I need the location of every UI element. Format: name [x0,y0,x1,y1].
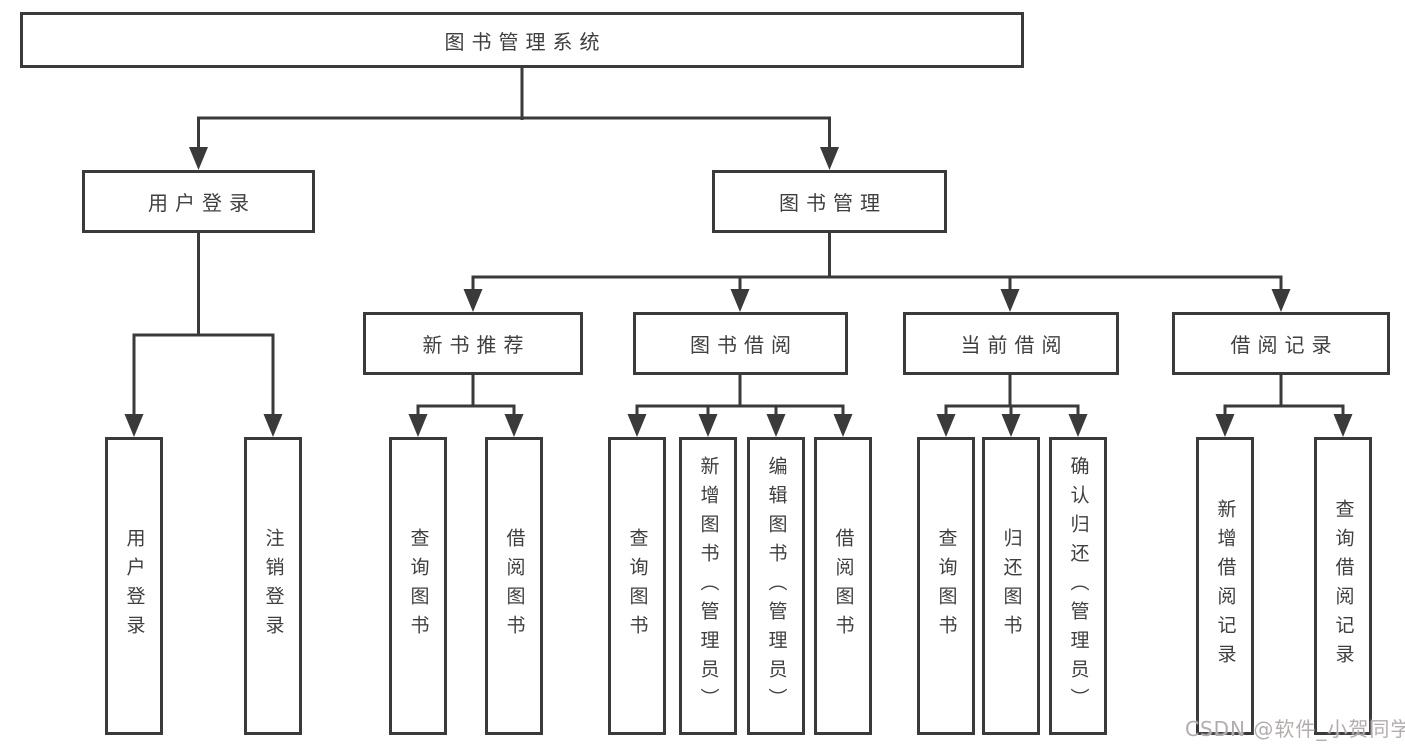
node-borrow-records: 借阅记录 [1172,312,1390,375]
node-book-borrow: 图书借阅 [633,312,848,375]
leaf-query-books-current: 查询图书 [917,437,975,735]
leaf-add-borrow-record: 新增借阅记录 [1196,437,1254,735]
node-current-borrow: 当前借阅 [903,312,1119,375]
node-book-management: 图书管理 [712,170,947,233]
leaf-borrow-books: 借阅图书 [814,437,872,735]
leaf-query-books-borrow: 查询图书 [608,437,666,735]
leaf-user-login: 用户登录 [105,437,163,735]
node-new-book-recommend: 新书推荐 [363,312,583,375]
leaf-return-books: 归还图书 [982,437,1040,735]
csdn-watermark: CSDN @软件_小贺同学 [1185,717,1405,741]
leaf-query-borrow-record: 查询借阅记录 [1314,437,1372,735]
leaf-borrow-books-recommend: 借阅图书 [485,437,543,735]
leaf-logout-login: 注销登录 [244,437,302,735]
node-root-system: 图书管理系统 [20,12,1024,68]
leaf-add-books-admin: 新增图书（管理员） [679,437,737,735]
leaf-confirm-return-admin: 确认归还（管理员） [1049,437,1107,735]
node-user-login: 用户登录 [82,170,315,233]
leaf-edit-books-admin: 编辑图书（管理员） [747,437,805,735]
leaf-query-books-recommend: 查询图书 [389,437,447,735]
